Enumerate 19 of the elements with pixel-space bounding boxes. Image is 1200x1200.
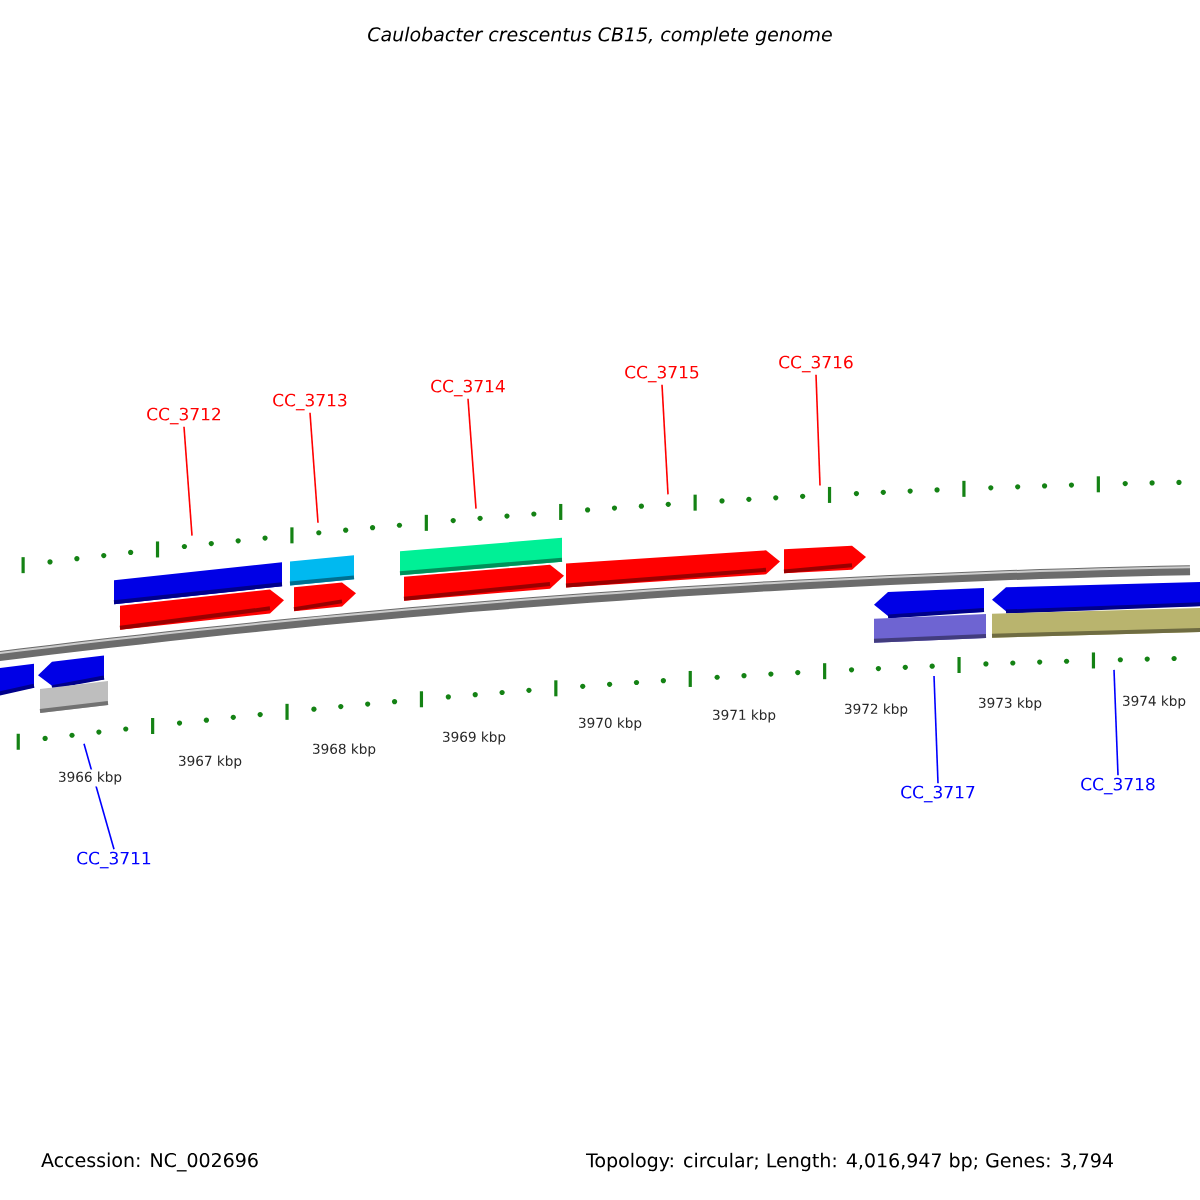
footer-text: Topology: circular; Length: 4,016,947 bp; Genes: 3,794 — [586, 1152, 1113, 1172]
leader-line — [661, 383, 669, 496]
gene-label: CC_3711 — [77, 851, 151, 869]
leader-line — [467, 397, 477, 510]
leader-line — [815, 373, 821, 487]
tick-marks — [21, 476, 1182, 574]
gene-label: CC_3715 — [625, 365, 699, 383]
gene-label: CC_3716 — [779, 355, 853, 373]
gene-label: CC_3717 — [901, 785, 975, 803]
title: Caulobacter crescentus CB15, complete genome — [368, 26, 832, 46]
gene-label: CC_3718 — [1081, 777, 1155, 795]
leader-line — [933, 675, 939, 785]
gene-label: CC_3712 — [147, 407, 221, 425]
leader-line — [1113, 669, 1119, 777]
leader-line — [183, 425, 193, 537]
gene-label: CC_3714 — [431, 379, 505, 397]
leader-line — [309, 411, 319, 524]
footer-text: Accession: NC_002696 — [41, 1152, 258, 1172]
gene-label: CC_3713 — [273, 393, 347, 411]
